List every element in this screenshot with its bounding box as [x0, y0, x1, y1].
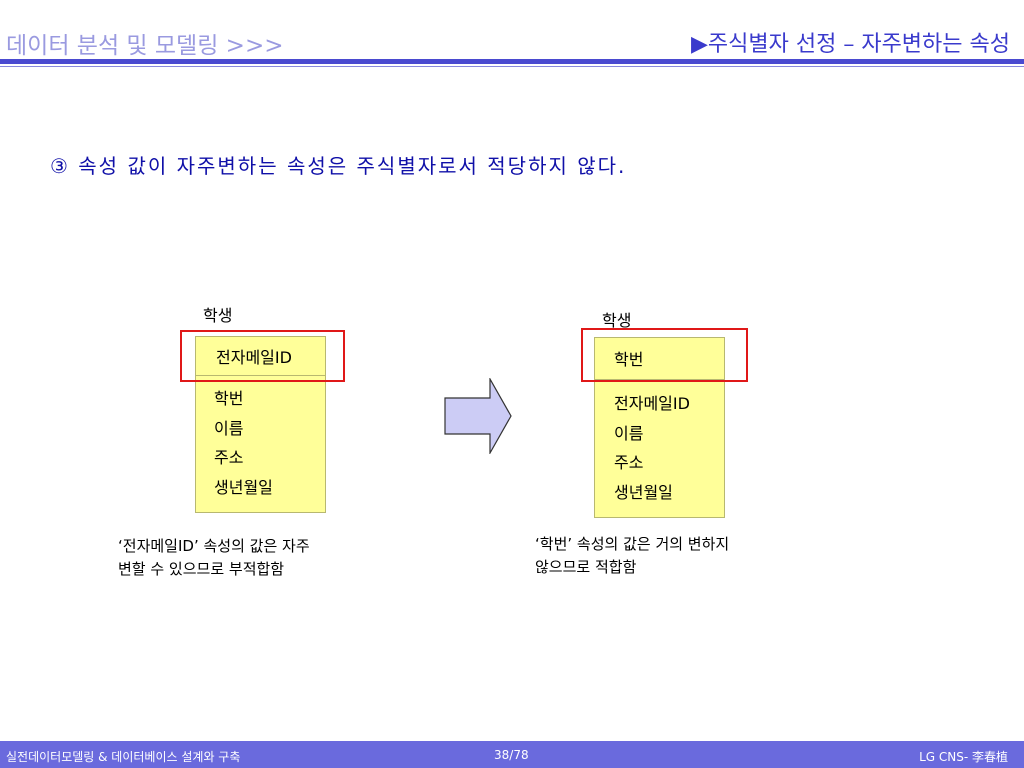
left-entity-key-attribute: 전자메일ID: [216, 348, 292, 367]
right-caption-line: ‘학번’ 속성의 값은 거의 변하지: [535, 535, 730, 553]
right-caption-line: 않으므로 적합함: [535, 558, 637, 576]
left-key-highlight: [180, 330, 345, 382]
right-key-highlight: [581, 328, 748, 382]
left-entity-attribute: 생년월일: [214, 478, 273, 497]
left-caption-line: 변할 수 있으므로 부적합함: [118, 560, 285, 578]
left-entity-title: 학생: [203, 306, 233, 325]
right-entity-attribute: 전자메일ID: [614, 394, 690, 413]
right-entity-key-attribute: 학번: [614, 350, 644, 369]
right-entity-title: 학생: [602, 311, 632, 330]
left-caption: ‘전자메일ID’ 속성의 값은 자주 변할 수 있으므로 부적합함: [118, 535, 310, 581]
footer-author: LG CNS- 李春植: [919, 750, 1008, 764]
right-caption: ‘학번’ 속성의 값은 거의 변하지 않으므로 적합함: [535, 533, 729, 579]
left-entity-box: [195, 336, 326, 513]
right-arrow-icon: [444, 378, 512, 454]
left-entity-attribute: 주소: [214, 448, 244, 467]
right-entity-attribute: 생년월일: [614, 483, 673, 502]
footer-course-title: 실전데이터모델링 & 데이터베이스 설계와 구축: [6, 750, 241, 764]
header-rule: [0, 59, 1024, 64]
left-entity-attribute: 이름: [214, 419, 244, 438]
left-entity-attribute: 학번: [214, 389, 244, 408]
right-entity-box: [594, 337, 725, 518]
right-entity-attribute: 주소: [614, 453, 644, 472]
right-entity-attribute: 이름: [614, 424, 644, 443]
footer-bar: 실전데이터모델링 & 데이터베이스 설계와 구축 38/78 LG CNS- 李…: [0, 741, 1024, 768]
header-section-title: 데이터 분석 및 모델링 >>>: [6, 33, 284, 59]
header-slide-title: ▶주식별자 선정 – 자주변하는 속성: [690, 32, 1010, 57]
footer-page-number: 38/78: [494, 748, 529, 762]
left-caption-line: ‘전자메일ID’ 속성의 값은 자주: [118, 537, 310, 555]
right-entity-key-divider: [595, 379, 724, 380]
left-entity-key-divider: [196, 375, 325, 376]
slide-headline: ③ 속성 값이 자주변하는 속성은 주식별자로서 적당하지 않다.: [50, 154, 627, 178]
header-rule-thin: [0, 66, 1024, 67]
